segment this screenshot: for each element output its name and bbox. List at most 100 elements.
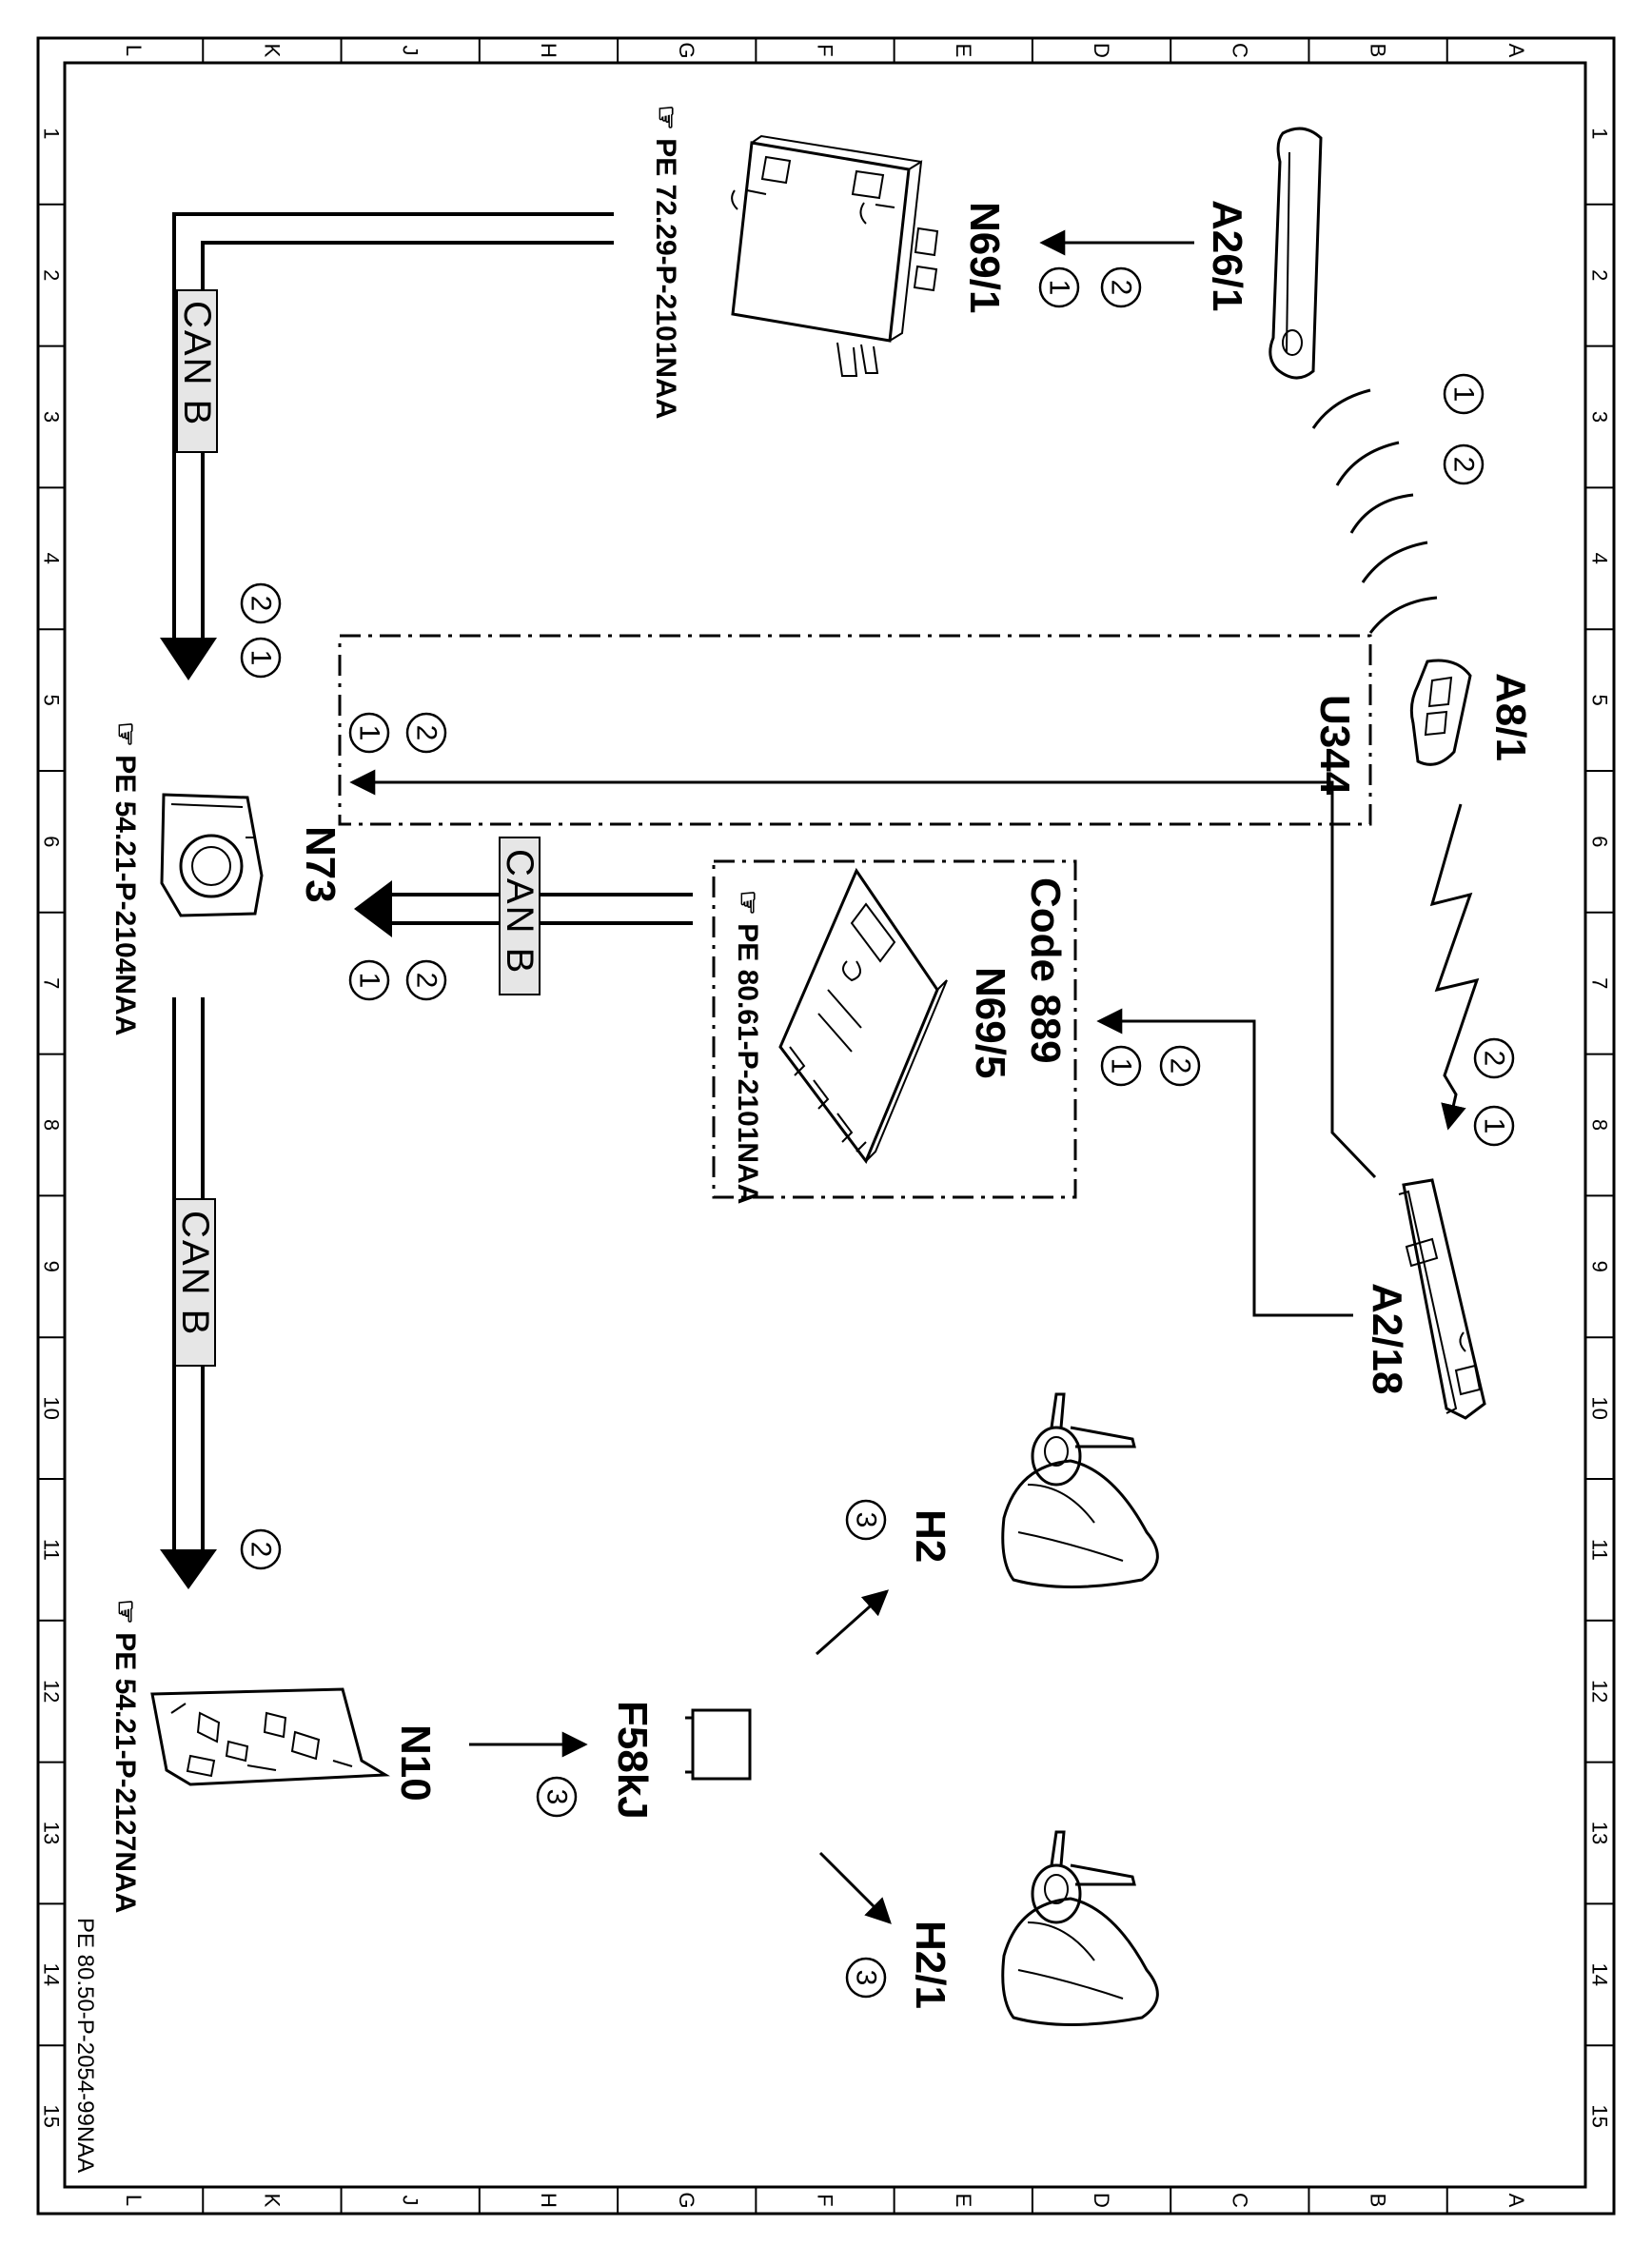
grid-row-label: 13 — [40, 1822, 64, 1844]
lightning-signal-arrow — [1429, 803, 1480, 1131]
grid-row-label: 5 — [1588, 694, 1612, 705]
step-badge-3-b: 3 — [845, 1499, 887, 1541]
book-icon: ☞ — [732, 890, 763, 923]
svg-text:2: 2 — [1165, 1058, 1196, 1074]
grid-row-label: 11 — [1588, 1539, 1612, 1561]
step-badge-1-d: 1 — [1473, 1105, 1515, 1147]
u344-label: U344 — [1311, 695, 1358, 796]
svg-text:1: 1 — [246, 650, 277, 666]
step-badge-1-e: 1 — [240, 637, 282, 679]
grid-column-label: G — [675, 2192, 698, 2208]
step-badge-2-e: 2 — [240, 582, 282, 624]
step-badge-2-f: 2 — [405, 959, 447, 1001]
step-badge-1-c: 1 — [348, 712, 390, 754]
grid-row-label: 13 — [1588, 1822, 1612, 1844]
grid-row-label: 10 — [1588, 1396, 1612, 1419]
svg-text:2: 2 — [1106, 280, 1137, 296]
step-badge-2-c: 2 — [405, 712, 447, 754]
grid-column-label: E — [952, 2194, 975, 2208]
n10-sam-control-unit-drawing — [150, 1687, 391, 1786]
step-badge-1-g: 1 — [1100, 1045, 1142, 1087]
f58kj-relay-drawing — [685, 1708, 752, 1781]
n69-5-dashed-box — [712, 859, 1077, 1199]
grid-column-label: C — [1228, 43, 1251, 58]
svg-text:2: 2 — [246, 596, 277, 612]
grid-row-label: 8 — [1588, 1119, 1612, 1131]
grid-column-label: F — [814, 2194, 837, 2206]
step-badge-3-c: 3 — [845, 1957, 887, 1999]
grid-column-label: F — [814, 44, 837, 56]
grid-row-label: 15 — [1588, 2104, 1612, 2127]
grid-row-label: 14 — [40, 1963, 64, 1986]
step-badge-1-a: 1 — [1038, 266, 1080, 308]
a2-18-label: A2/18 — [1364, 1283, 1410, 1394]
u344-dashed-box — [338, 634, 1372, 826]
svg-text:1: 1 — [354, 973, 385, 989]
book-icon: ☞ — [109, 1599, 141, 1632]
grid-row-label: 11 — [40, 1539, 64, 1561]
svg-text:2: 2 — [1448, 457, 1480, 473]
svg-text:1: 1 — [1044, 280, 1075, 296]
a8-1-label: A8/1 — [1487, 673, 1534, 761]
svg-text:1: 1 — [1106, 1058, 1137, 1074]
grid-column-label: D — [1090, 2193, 1113, 2208]
grid-column-label: H — [537, 2193, 560, 2208]
grid-row-label: 2 — [40, 269, 64, 281]
f58kj-label: F58kJ — [609, 1701, 656, 1820]
can-b-label-top-box — [176, 289, 218, 453]
grid-row-label: 4 — [40, 553, 64, 564]
radio-waves — [1311, 388, 1438, 634]
can-b-label-middle-box — [499, 837, 541, 995]
grid-row-label: 12 — [1588, 1680, 1612, 1703]
svg-text:1: 1 — [1448, 386, 1480, 403]
grid-column-label: B — [1367, 2194, 1390, 2208]
h2-1-label: H2/1 — [907, 1921, 954, 2009]
grid-ticks — [38, 38, 1614, 2214]
grid-row-label: 3 — [1588, 411, 1612, 423]
grid-column-label: B — [1367, 44, 1390, 58]
step-badge-3-a: 3 — [536, 1776, 578, 1818]
step-badge-2-d: 2 — [1473, 1037, 1515, 1079]
step-badge-1-b: 1 — [1443, 373, 1485, 415]
grid-column-label: A — [1504, 2194, 1528, 2208]
can-b-label-bottom: CAN B — [174, 1211, 216, 1336]
can-b-label-top: CAN B — [176, 301, 218, 426]
grid-column-label: L — [122, 2195, 146, 2206]
grid-column-label: H — [537, 43, 560, 58]
code-889-label: Code 889 — [1022, 877, 1069, 1064]
n69-5-control-unit-drawing — [778, 867, 948, 1164]
grid-column-label: G — [675, 42, 698, 58]
n10-reference: ☞ PE 54.21-P-2127NAA — [109, 1599, 141, 1913]
n69-1-reference: ☞ PE 72.29-P-2101NAA — [650, 105, 681, 419]
n10-label: N10 — [392, 1724, 439, 1802]
grid-row-label: 1 — [40, 128, 64, 139]
grid-row-label: 7 — [40, 977, 64, 989]
svg-text:2: 2 — [411, 973, 442, 989]
a8-1-key-fob-drawing — [1409, 659, 1472, 766]
a2-18-to-n69-5-arrow — [1096, 1008, 1353, 1317]
a26-1-label: A26/1 — [1204, 200, 1250, 311]
grid-row-label: 9 — [40, 1261, 64, 1272]
step-badge-1-f: 1 — [348, 959, 390, 1001]
grid-column-label: E — [952, 44, 975, 58]
grid-column-label: L — [122, 45, 146, 56]
grid-column-label: J — [399, 2196, 423, 2206]
svg-text:3: 3 — [541, 1789, 573, 1805]
svg-text:2: 2 — [246, 1542, 277, 1558]
a2-18-to-n73-arrow — [349, 769, 1377, 1179]
svg-text:2: 2 — [1479, 1051, 1510, 1067]
grid-row-label: 4 — [1588, 553, 1612, 564]
step-badge-2-h: 2 — [240, 1528, 282, 1570]
can-b-bus-middle — [354, 880, 693, 937]
f58kj-to-h2-arrow — [816, 1589, 890, 1656]
grid-column-label: D — [1090, 43, 1113, 58]
f58kj-to-h2-1-arrow — [818, 1851, 892, 1924]
document-id: PE 80.50-P-2054-99NAA — [72, 1918, 98, 2173]
n73-reference: ☞ PE 54.21-P-2104NAA — [109, 721, 141, 1035]
can-b-label-bottom-box — [174, 1198, 216, 1367]
svg-text:1: 1 — [354, 725, 385, 741]
grid-row-label: 12 — [40, 1680, 64, 1703]
can-b-bus-top — [160, 212, 614, 680]
a2-18-antenna-drawing — [1398, 1178, 1486, 1420]
